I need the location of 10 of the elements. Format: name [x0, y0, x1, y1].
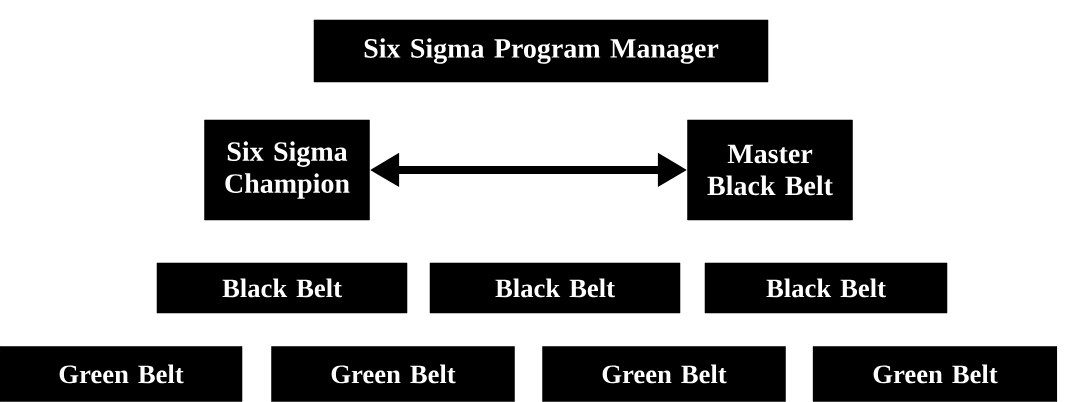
role-box: Black Belt	[156, 262, 408, 314]
role-box: Green Belt	[812, 346, 1058, 402]
role-box: Green Belt	[0, 346, 243, 402]
role-box: Green Belt	[271, 346, 515, 402]
role-box: Black Belt	[429, 262, 681, 314]
role-box: Six Sigma Program Manager	[313, 19, 769, 83]
role-box: Six Sigma Champion	[204, 119, 370, 221]
role-box: Master Black Belt	[687, 119, 853, 221]
role-box: Black Belt	[704, 262, 948, 314]
role-box: Green Belt	[542, 346, 786, 402]
